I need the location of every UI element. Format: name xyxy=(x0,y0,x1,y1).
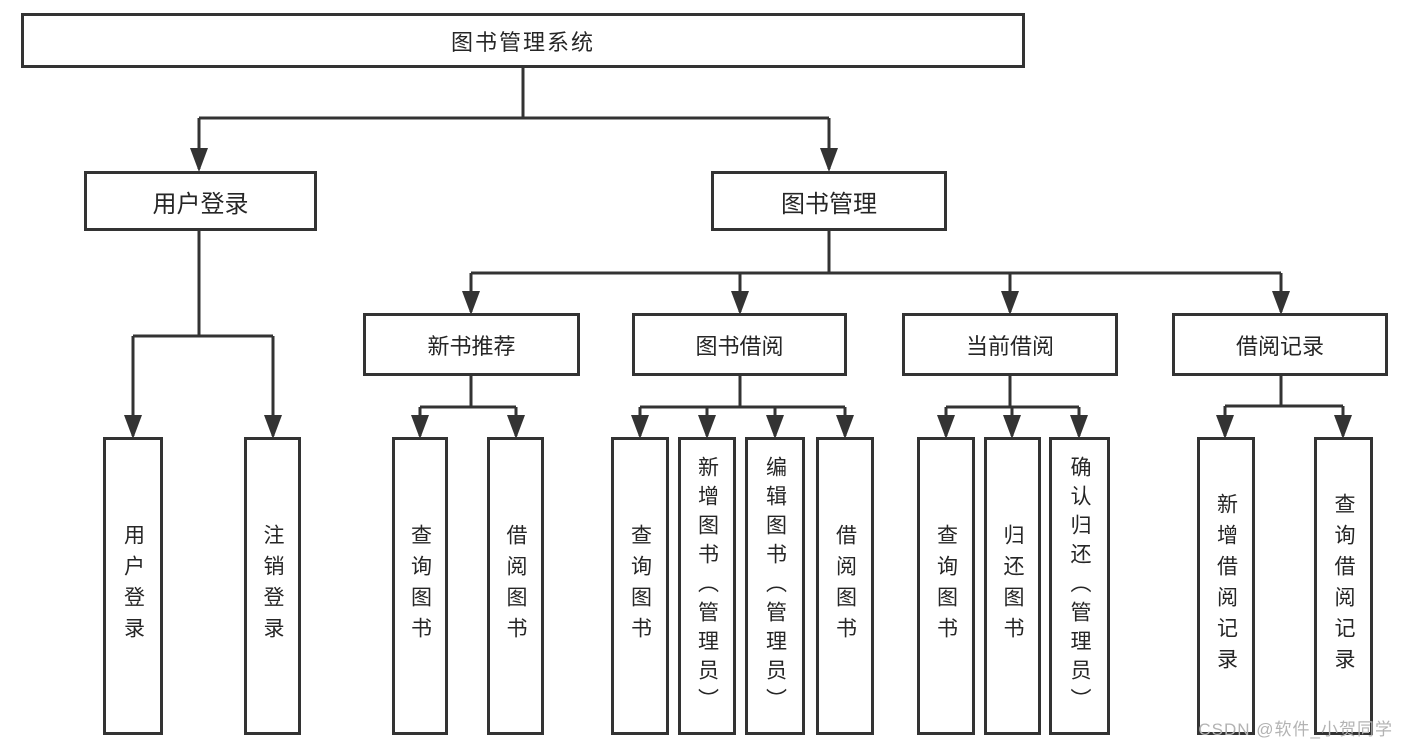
csdn-watermark: CSDN @软件_小贺同学 xyxy=(1198,720,1393,739)
arrowhead-icons xyxy=(124,148,1352,439)
node-book-management: 图书管理 xyxy=(711,171,947,231)
leaf-user-login: 用户登录 xyxy=(103,437,163,735)
leaf-add-borrow-record: 新增借阅记录 xyxy=(1197,437,1255,735)
leaf-confirm-return-admin: 确认归还（管理员） xyxy=(1049,437,1110,735)
leaf-borrow-books-newbook: 借阅图书 xyxy=(487,437,544,735)
leaf-logout: 注销登录 xyxy=(244,437,301,735)
leaf-add-books-admin: 新增图书（管理员） xyxy=(678,437,736,735)
node-current-borrowing: 当前借阅 xyxy=(902,313,1118,376)
leaf-query-borrow-record: 查询借阅记录 xyxy=(1314,437,1373,735)
node-borrowing-records: 借阅记录 xyxy=(1172,313,1388,376)
leaf-query-books-newbook: 查询图书 xyxy=(392,437,448,735)
node-library-system: 图书管理系统 xyxy=(21,13,1025,68)
leaf-return-books: 归还图书 xyxy=(984,437,1041,735)
leaf-query-books-current: 查询图书 xyxy=(917,437,975,735)
leaf-edit-books-admin: 编辑图书（管理员） xyxy=(745,437,805,735)
node-user-login: 用户登录 xyxy=(84,171,317,231)
node-new-book-recommendation: 新书推荐 xyxy=(363,313,580,376)
leaf-query-books-borrowing: 查询图书 xyxy=(611,437,669,735)
leaf-borrow-books-borrowing: 借阅图书 xyxy=(816,437,874,735)
node-book-borrowing: 图书借阅 xyxy=(632,313,847,376)
